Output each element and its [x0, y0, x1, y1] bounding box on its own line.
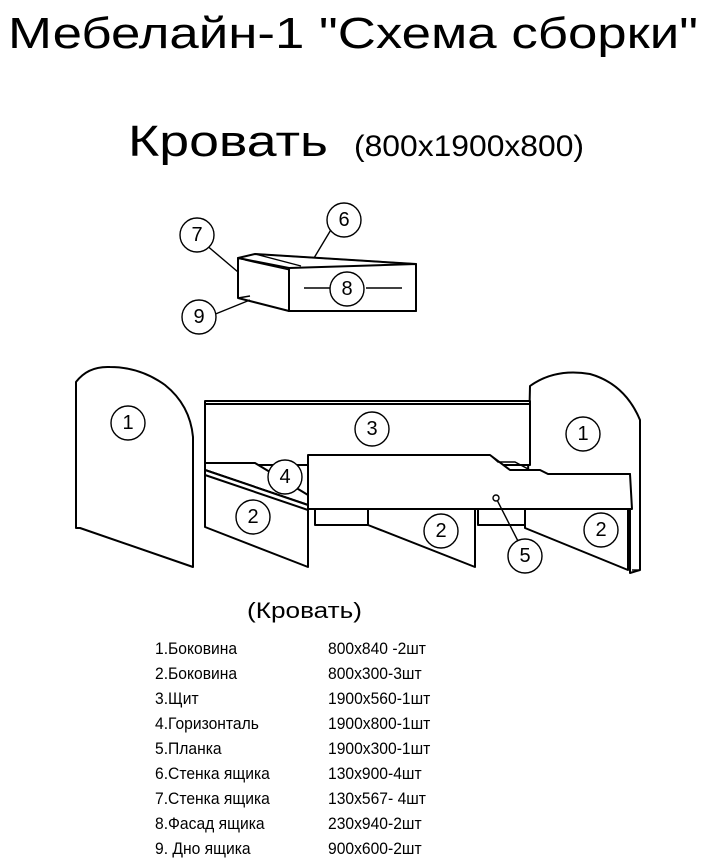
svg-text:1: 1 [122, 412, 133, 434]
product-title: Кровать [128, 117, 328, 166]
part-name: 7.Стенка ящика [155, 789, 270, 808]
part-name: 4.Горизонталь [155, 714, 259, 733]
callout-2-left: 2 [235, 499, 271, 535]
side-panel-left [75, 365, 194, 568]
list-item: 6.Стенка ящика 130x900-4шт [155, 761, 475, 786]
list-item: 5.Планка 1900x300-1шт [155, 736, 475, 761]
product-dimensions: (800x1900x800) [354, 130, 584, 163]
svg-text:9: 9 [193, 306, 204, 328]
callout-2-right: 2 [583, 512, 619, 548]
parts-caption: (Кровать) [247, 598, 362, 623]
svg-text:2: 2 [435, 520, 446, 542]
list-item: 2.Боковина 800x300-3шт [155, 661, 475, 686]
svg-text:8: 8 [341, 278, 352, 300]
part-name: 9. Дно ящика [155, 839, 251, 858]
list-item: 9. Дно ящика 900x600-2шт [155, 836, 475, 861]
part-name: 8.Фасад ящика [155, 814, 265, 833]
part-size: 130x900-4шт [328, 764, 422, 783]
callout-6: 6 [326, 202, 362, 238]
callout-4: 4 [267, 459, 303, 495]
side-panel-right [527, 371, 641, 574]
part-size: 900x600-2шт [328, 839, 422, 858]
part-size: 1900x800-1шт [328, 714, 431, 733]
part-name: 1.Боковина [155, 639, 238, 658]
part-size: 800x840 -2шт [328, 639, 426, 658]
callout-1-right: 1 [565, 416, 601, 452]
part-name: 3.Щит [155, 689, 199, 708]
list-item: 7.Стенка ящика 130x567- 4шт [155, 786, 475, 811]
list-item: 3.Щит 1900x560-1шт [155, 686, 475, 711]
svg-text:2: 2 [595, 519, 606, 541]
part-size: 1900x560-1шт [328, 689, 431, 708]
callout-5: 5 [507, 538, 543, 574]
part-name: 5.Планка [155, 739, 222, 758]
svg-text:2: 2 [247, 506, 258, 528]
callout-9: 9 [181, 299, 217, 335]
svg-text:6: 6 [338, 209, 349, 231]
list-item: 8.Фасад ящика 230x940-2шт [155, 811, 475, 836]
callout-8: 8 [329, 271, 365, 307]
callout-1-left: 1 [110, 405, 146, 441]
part-name: 2.Боковина [155, 664, 238, 683]
list-item: 1.Боковина 800x840 -2шт [155, 636, 475, 661]
plank-marker [492, 494, 500, 502]
svg-text:5: 5 [519, 545, 530, 567]
callout-2-middle: 2 [423, 513, 459, 549]
list-item: 4.Горизонталь 1900x800-1шт [155, 711, 475, 736]
svg-text:1: 1 [577, 423, 588, 445]
parts-list: 1.Боковина 800x840 -2шт 2.Боковина 800x300… [155, 636, 475, 861]
part-size: 130x567- 4шт [328, 789, 426, 808]
part-size: 1900x300-1шт [328, 739, 431, 758]
part-size: 800x300-3шт [328, 664, 422, 683]
leader-lines [204, 227, 521, 546]
svg-text:4: 4 [279, 466, 290, 488]
callout-3: 3 [354, 411, 390, 447]
drawer [237, 253, 417, 312]
callout-7: 7 [179, 217, 215, 253]
svg-text:3: 3 [366, 418, 377, 440]
svg-text:7: 7 [191, 224, 202, 246]
part-name: 6.Стенка ящика [155, 764, 270, 783]
page-title: Мебелайн-1 "Схема сборки" [8, 9, 698, 58]
part-size: 230x940-2шт [328, 814, 422, 833]
